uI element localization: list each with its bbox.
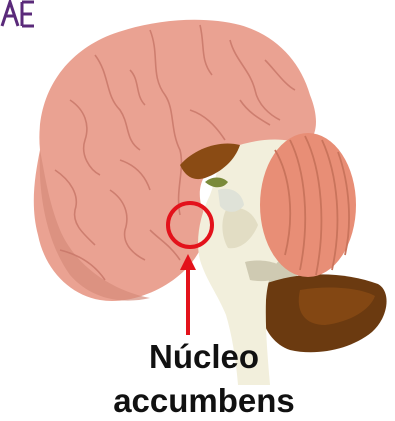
up-arrow-icon [180,254,196,335]
ae-logo [0,0,36,28]
cerebellum-shape [260,133,356,277]
structure-label-line-1: Núcleo [84,340,324,373]
structure-label-line-2: accumbens [84,384,324,417]
